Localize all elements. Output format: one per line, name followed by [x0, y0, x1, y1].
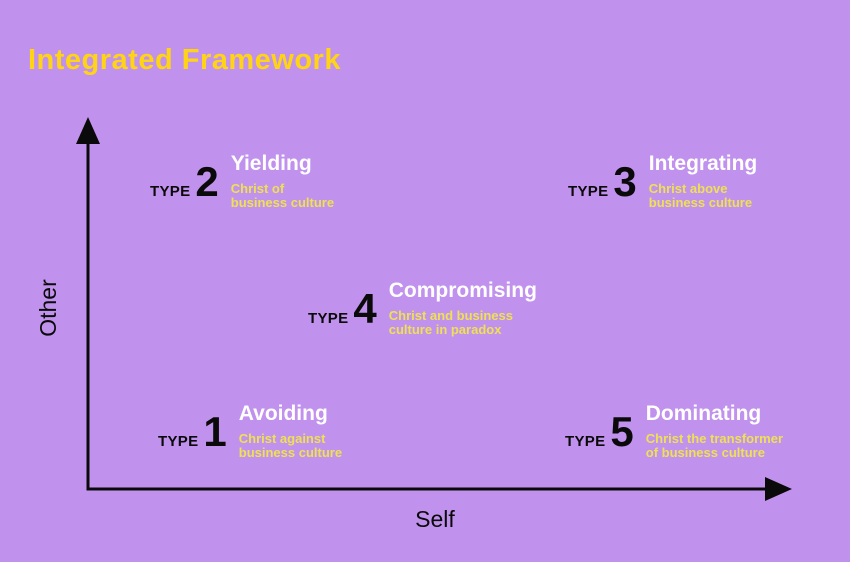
- type-caption-line-2: business culture: [230, 195, 335, 210]
- type-caption-line-2: business culture: [648, 195, 753, 210]
- type-1-text: Avoiding Christ against business culture: [239, 403, 342, 460]
- type-number: 3: [613, 158, 637, 205]
- x-axis-arrowhead-icon: [765, 477, 792, 501]
- type-caption: Christ above business culture: [649, 182, 758, 210]
- type-number: 1: [203, 408, 227, 455]
- type-caption-line-1: Christ the transformer: [645, 431, 783, 446]
- type-caption: Christ the transformer of business cultu…: [646, 432, 783, 460]
- type-1-label: TYPE 1: [158, 403, 227, 453]
- type-word: TYPE: [308, 310, 349, 327]
- type-4-compromising-group: TYPE 4 Compromising Christ and business …: [308, 280, 537, 337]
- y-axis-arrowhead-icon: [76, 117, 100, 144]
- type-name: Avoiding: [238, 402, 328, 425]
- type-caption: Christ against business culture: [239, 432, 342, 460]
- type-number: 4: [353, 285, 377, 332]
- type-caption-line-2: business culture: [238, 445, 343, 460]
- type-3-integrating-group: TYPE 3 Integrating Christ above business…: [568, 153, 757, 210]
- type-caption-line-2: of business culture: [645, 445, 765, 460]
- type-5-dominating-group: TYPE 5 Dominating Christ the transformer…: [565, 403, 783, 460]
- type-5-label: TYPE 5: [565, 403, 634, 453]
- type-caption: Christ and business culture in paradox: [389, 309, 537, 337]
- type-caption-line-1: Christ and business: [388, 308, 513, 323]
- y-axis-label: Other: [35, 279, 61, 337]
- type-2-label: TYPE 2: [150, 153, 219, 203]
- type-4-text: Compromising Christ and business culture…: [389, 280, 537, 337]
- type-1-avoiding-group: TYPE 1 Avoiding Christ against business …: [158, 403, 342, 460]
- type-name: Dominating: [645, 402, 762, 425]
- type-word: TYPE: [568, 183, 609, 200]
- type-4-label: TYPE 4: [308, 280, 377, 330]
- type-name: Integrating: [648, 152, 758, 175]
- type-number: 2: [195, 158, 219, 205]
- type-2-yielding-group: TYPE 2 Yielding Christ of business cultu…: [150, 153, 334, 210]
- x-axis-label: Self: [415, 506, 455, 532]
- page-title: Integrated Framework: [28, 44, 341, 76]
- type-number: 5: [610, 408, 634, 455]
- type-3-text: Integrating Christ above business cultur…: [649, 153, 758, 210]
- type-word: TYPE: [150, 183, 191, 200]
- type-word: TYPE: [565, 433, 606, 450]
- type-caption-line-1: Christ of: [230, 181, 285, 196]
- type-caption-line-1: Christ above: [648, 181, 728, 196]
- type-caption-line-2: culture in paradox: [388, 322, 502, 337]
- type-name: Yielding: [230, 152, 312, 175]
- type-caption-line-1: Christ against: [238, 431, 326, 446]
- type-word: TYPE: [158, 433, 199, 450]
- type-2-text: Yielding Christ of business culture: [231, 153, 334, 210]
- type-caption: Christ of business culture: [231, 182, 334, 210]
- type-name: Compromising: [388, 279, 537, 302]
- type-3-label: TYPE 3: [568, 153, 637, 203]
- type-5-text: Dominating Christ the transformer of bus…: [646, 403, 783, 460]
